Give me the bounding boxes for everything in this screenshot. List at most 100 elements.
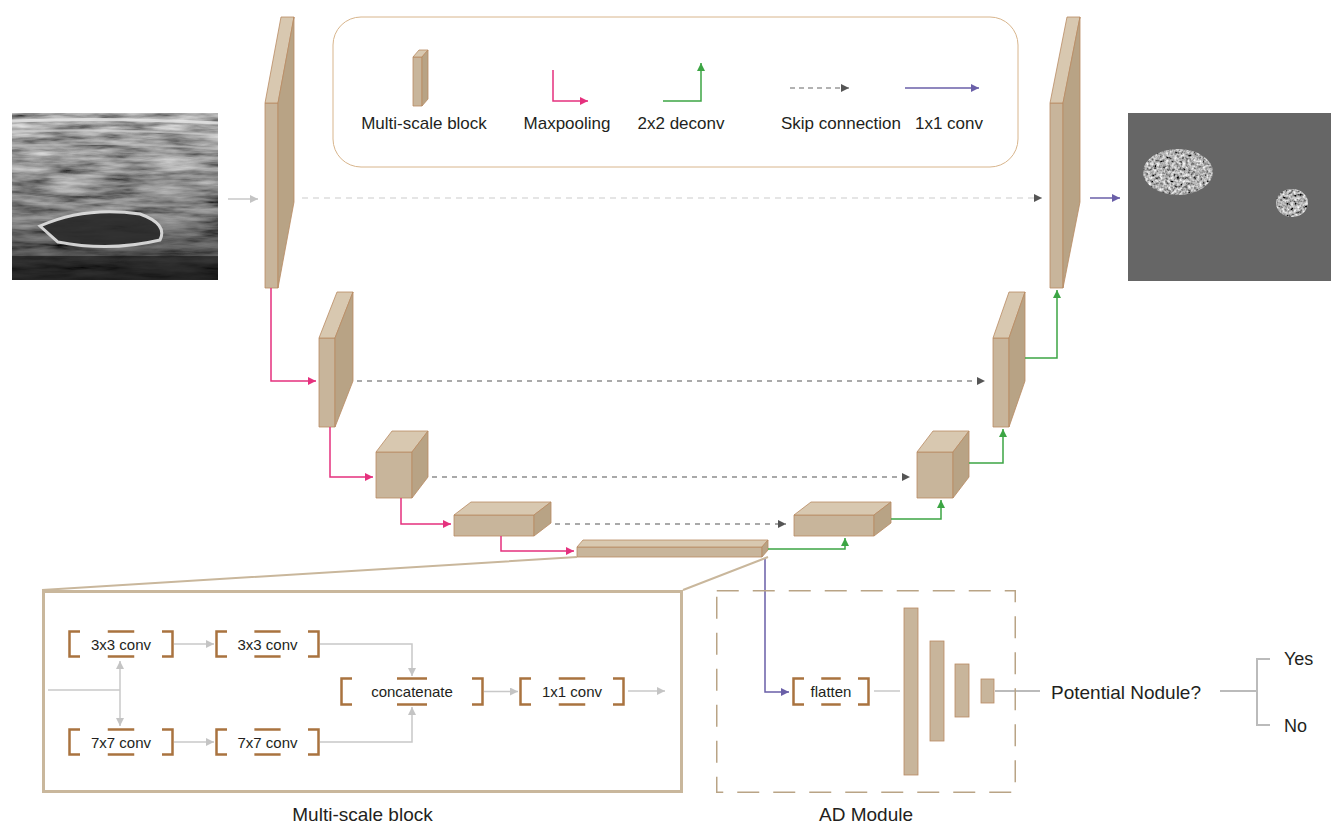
legend-frame (333, 17, 1018, 167)
flow-arrow (174, 741, 214, 743)
label-holder: No (1284, 715, 1307, 737)
block-face (265, 103, 278, 288)
zoom-line (42, 557, 768, 590)
tissue-streak (12, 131, 218, 135)
block-face (376, 452, 412, 498)
block-face (413, 57, 422, 106)
input-wire (48, 689, 120, 691)
segmented-nodules (1130, 140, 1320, 225)
skip-connection (357, 380, 985, 381)
maxpool-sample (553, 70, 588, 101)
conv-box: 7x7 conv (215, 728, 320, 756)
maxpool-arrows (271, 288, 574, 551)
deconv-arrow (1025, 290, 1057, 358)
label-holder: Potential Nodule? (1051, 681, 1201, 704)
layer-label: 7x7 conv (91, 734, 151, 751)
dense-layer (930, 641, 944, 741)
split-arrow (119, 690, 121, 726)
multiscale-block (993, 292, 1025, 427)
conv1x1-arrow (1090, 197, 1120, 199)
module-frame: Multi-scale block3x3 conv3x3 conv7x7 con… (42, 590, 683, 793)
bracket-stroke (217, 632, 319, 657)
segmentation-output (1128, 113, 1331, 281)
split-arrow (119, 661, 121, 690)
ultrasound-shadow (12, 256, 218, 280)
bracket-stroke (70, 730, 173, 755)
flow-arrow (484, 691, 518, 693)
bracket-stroke (217, 730, 319, 755)
legend-label: 2x2 deconv (638, 114, 725, 134)
block-face (993, 338, 1009, 427)
nodule-outline (40, 212, 162, 247)
block-face (577, 540, 768, 547)
legend-item: 2x2 deconv (638, 114, 725, 134)
layer-label: 3x3 conv (237, 636, 297, 653)
conv-box: 1x1 conv (519, 677, 625, 706)
module-title: Multi-scale block (42, 805, 683, 824)
block-face (422, 50, 428, 106)
layer-label: 7x7 conv (237, 734, 297, 751)
block-face (1009, 292, 1025, 427)
block-face (1050, 103, 1063, 288)
decision-option: Yes (1284, 648, 1313, 670)
module-title: AD Module (716, 805, 1016, 824)
bracket-stroke (521, 679, 624, 705)
decision-bracket (1220, 659, 1270, 725)
tissue-streak (12, 119, 218, 123)
maxpool-arrow (401, 498, 451, 524)
multiscale-block (794, 502, 891, 536)
dense-layer (981, 679, 994, 703)
decision-option: No (1284, 715, 1307, 737)
legend-label: Skip connection (781, 114, 901, 134)
block-face (335, 292, 353, 427)
dense-layers (904, 608, 994, 775)
block-face (319, 338, 335, 427)
inset-wires (48, 661, 665, 726)
layer-label: flatten (811, 683, 852, 700)
ultrasound-input (12, 113, 218, 280)
deconv-arrow (891, 500, 941, 519)
flatten-wire (874, 690, 900, 692)
multiscale-block (454, 502, 551, 536)
block-face (917, 452, 953, 498)
flow-arrow (174, 643, 214, 645)
skip-connection (432, 476, 910, 477)
ultrasound-shade (12, 113, 218, 280)
layer-label: 3x3 conv (91, 636, 151, 653)
conv-box: 3x3 conv (215, 630, 320, 658)
block-face (412, 431, 428, 498)
block-face (794, 515, 874, 536)
legend-item: Multi-scale block (361, 114, 487, 134)
legend-block-sample (413, 50, 428, 106)
multiscale-block (917, 431, 969, 498)
conv1x1-sample (905, 87, 979, 89)
flatten-box: flatten (792, 677, 870, 706)
legend-label: Multi-scale block (361, 114, 487, 134)
block-face (874, 502, 891, 536)
block-face (1063, 17, 1080, 288)
block-face (762, 540, 768, 557)
multiscale-block (265, 17, 294, 288)
output-wire (995, 690, 1040, 692)
frame-title-holder: AD Module (716, 805, 1016, 824)
deconv-arrows (768, 290, 1057, 549)
legend-item: Maxpooling (524, 114, 611, 134)
block-face (577, 547, 762, 557)
block-face (454, 515, 534, 536)
multiscale-block (1050, 17, 1080, 288)
multiscale-block (319, 292, 353, 427)
bracket-stroke (70, 632, 173, 657)
concat-box: concatenate (340, 677, 484, 706)
conv-box: 7x7 conv (68, 728, 174, 756)
legend-label: 1x1 conv (915, 114, 983, 134)
bracket-stroke (342, 679, 483, 705)
deconv-arrow (969, 429, 1003, 463)
layer-label: 1x1 conv (542, 683, 602, 700)
legend-item: 1x1 conv (915, 114, 983, 134)
multiscale-block (376, 431, 428, 498)
conv1x1-arrow (765, 558, 789, 692)
skip-connection (302, 197, 1042, 198)
legend-label: Maxpooling (524, 114, 611, 134)
